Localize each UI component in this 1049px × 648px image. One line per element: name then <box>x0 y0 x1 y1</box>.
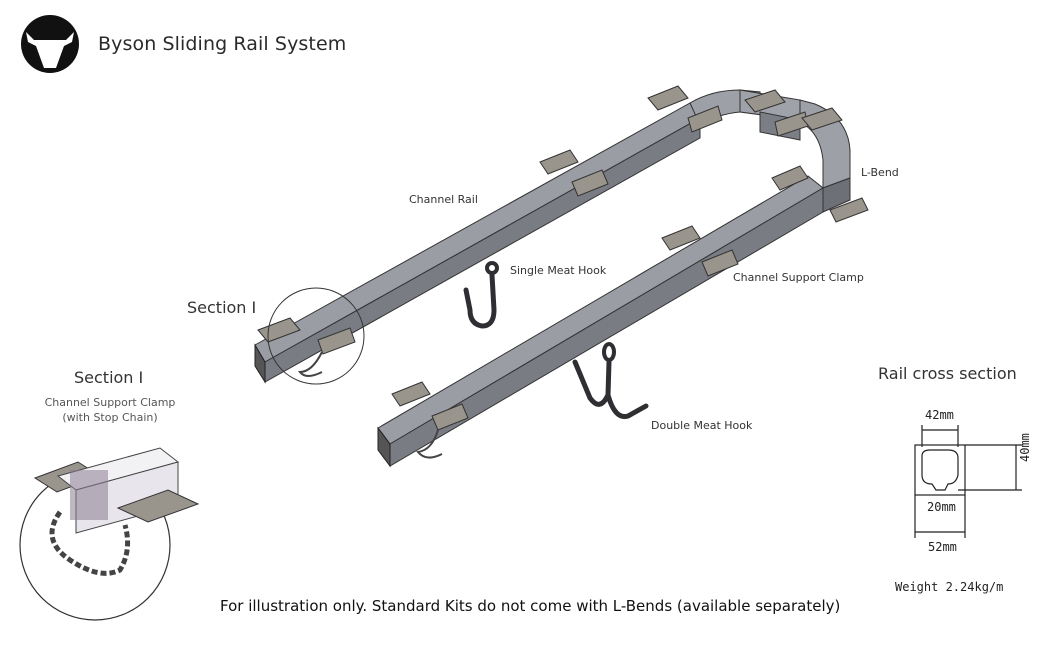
label-single-meat-hook: Single Meat Hook <box>510 264 607 277</box>
detail-subtitle: Channel Support Clamp (with Stop Chain) <box>30 395 190 425</box>
detail-title: Section I <box>74 368 144 387</box>
support-clamps <box>257 85 869 431</box>
detail-subtitle-line1: Channel Support Clamp <box>44 396 176 409</box>
section-callout-circle <box>267 287 365 385</box>
dimension-height: 40mm <box>1018 433 1032 462</box>
rail-cross-section-drawing <box>914 425 1022 538</box>
label-channel-rail: Channel Rail <box>409 193 478 206</box>
stop-chains <box>297 351 443 459</box>
footnote: For illustration only. Standard Kits do … <box>220 597 841 615</box>
rail-weight: Weight 2.24kg/m <box>895 580 1004 594</box>
page-title: Byson Sliding Rail System <box>98 33 347 55</box>
dimension-overall-width: 52mm <box>928 540 957 554</box>
section-detail-illustration <box>19 447 200 621</box>
dimension-top-width: 42mm <box>925 408 954 422</box>
label-channel-support-clamp: Channel Support Clamp <box>733 271 864 284</box>
label-l-bend: L-Bend <box>861 166 899 179</box>
label-section-callout: Section I <box>187 298 257 317</box>
label-double-meat-hook: Double Meat Hook <box>651 419 753 432</box>
dimension-slot-width: 20mm <box>927 500 956 514</box>
brand-header: Byson Sliding Rail System <box>20 14 346 74</box>
single-meat-hook <box>463 261 499 329</box>
double-meat-hook <box>572 342 649 420</box>
detail-subtitle-line2: (with Stop Chain) <box>62 411 158 424</box>
bull-head-icon <box>21 15 79 73</box>
cross-section-title: Rail cross section <box>878 364 1017 383</box>
